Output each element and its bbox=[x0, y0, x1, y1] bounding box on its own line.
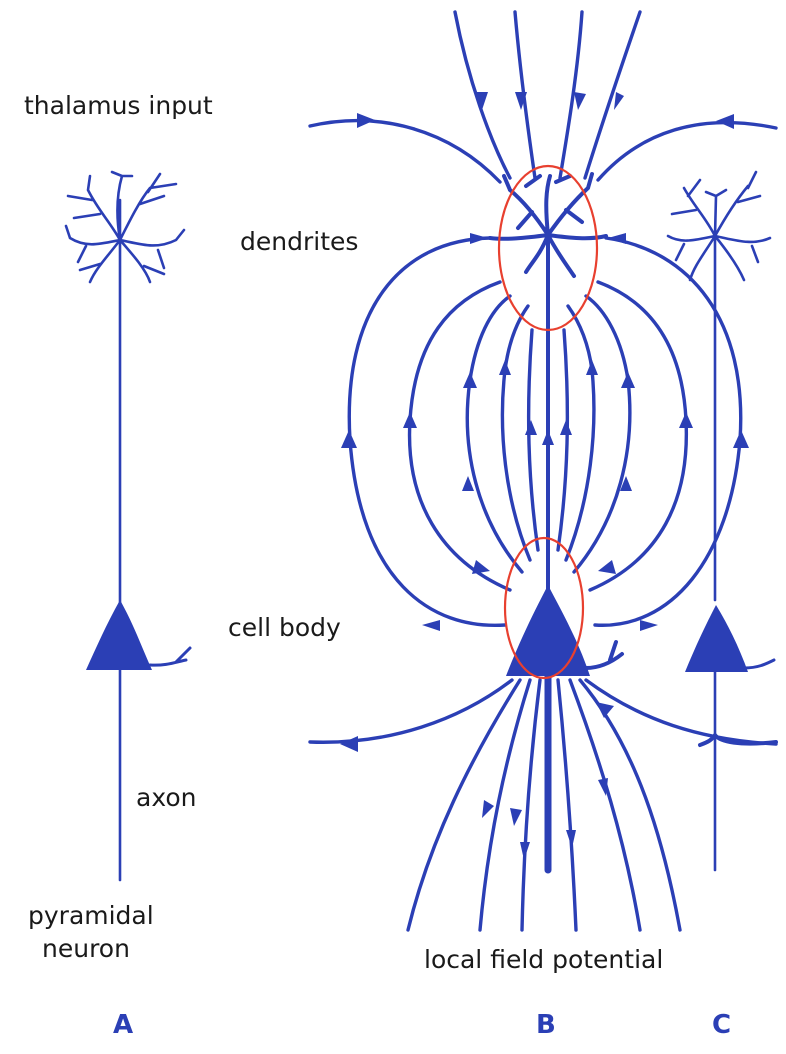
neuron-c-basal-dendrite bbox=[744, 660, 774, 668]
arrowhead bbox=[621, 372, 635, 388]
arrowhead bbox=[640, 620, 658, 631]
label-axon: axon bbox=[136, 782, 197, 813]
loop-mid-left bbox=[410, 282, 510, 590]
loop-center-left bbox=[529, 330, 538, 550]
panel-letter-a: A bbox=[113, 1010, 133, 1040]
arrowhead bbox=[463, 372, 477, 388]
arrowhead bbox=[403, 412, 417, 428]
neuron-a-basal-dendrite bbox=[150, 648, 190, 665]
arrowhead bbox=[608, 233, 626, 244]
outflow-line-1 bbox=[408, 680, 520, 930]
label-thalamus-input: thalamus input bbox=[24, 90, 213, 121]
neuron-c-soma bbox=[685, 605, 748, 672]
arrowhead bbox=[679, 412, 693, 428]
neuron-a-dendrites bbox=[66, 172, 184, 610]
label-neuron: neuron bbox=[42, 933, 130, 964]
outflow-far-left bbox=[310, 680, 512, 742]
arrowhead bbox=[341, 430, 357, 448]
loop-mid-right bbox=[590, 282, 686, 590]
label-cell-body: cell body bbox=[228, 612, 341, 643]
outflow-line-3 bbox=[522, 680, 540, 930]
loop-outer-right bbox=[595, 238, 741, 625]
arrowhead bbox=[357, 113, 375, 128]
arrowhead bbox=[596, 702, 614, 718]
arrowhead bbox=[598, 778, 608, 796]
arrowhead bbox=[614, 92, 624, 110]
arrowhead bbox=[510, 808, 522, 826]
arrowhead bbox=[470, 233, 488, 244]
arrowhead bbox=[542, 430, 554, 445]
arrowhead bbox=[598, 560, 616, 574]
outflow-line-4 bbox=[558, 680, 576, 930]
return-current-lines bbox=[349, 238, 740, 625]
arrowhead bbox=[716, 114, 734, 129]
outflow-line-6 bbox=[580, 680, 680, 930]
loop-inner-right-1 bbox=[574, 296, 630, 572]
arrowhead bbox=[525, 420, 537, 435]
label-pyramidal: pyramidal bbox=[28, 900, 154, 931]
neuron-b-dendrites bbox=[490, 174, 606, 600]
panel-letter-c: C bbox=[712, 1010, 731, 1040]
arrowhead bbox=[733, 430, 749, 448]
neuron-a-soma bbox=[86, 600, 152, 670]
label-dendrites: dendrites bbox=[240, 226, 358, 257]
arrowhead bbox=[472, 560, 490, 574]
arrowhead bbox=[574, 92, 586, 110]
thalamus-input-lines bbox=[310, 12, 776, 182]
neuron-b-basal-dendrite bbox=[586, 642, 622, 668]
arrowhead bbox=[482, 800, 494, 818]
outflow-line-5 bbox=[570, 680, 640, 930]
arrowhead bbox=[499, 360, 511, 375]
arrowhead bbox=[340, 736, 358, 752]
outflow-arrowheads bbox=[340, 702, 614, 860]
label-local-field-potential: local field potential bbox=[424, 944, 663, 975]
arrowhead bbox=[586, 360, 598, 375]
outflow-lines bbox=[310, 680, 776, 930]
neuron-a bbox=[66, 172, 190, 880]
arrowhead bbox=[422, 620, 440, 631]
loop-center-right bbox=[558, 330, 567, 550]
neuron-b bbox=[490, 174, 622, 870]
arrowhead bbox=[462, 476, 474, 491]
loop-arrowheads bbox=[341, 92, 749, 631]
input-line-6 bbox=[598, 123, 776, 180]
arrowhead bbox=[474, 92, 488, 110]
arrowhead bbox=[560, 420, 572, 435]
outflow-far-right bbox=[586, 680, 776, 744]
input-line-4 bbox=[585, 12, 640, 178]
input-line-5 bbox=[310, 121, 500, 182]
panel-letter-b: B bbox=[536, 1010, 556, 1040]
